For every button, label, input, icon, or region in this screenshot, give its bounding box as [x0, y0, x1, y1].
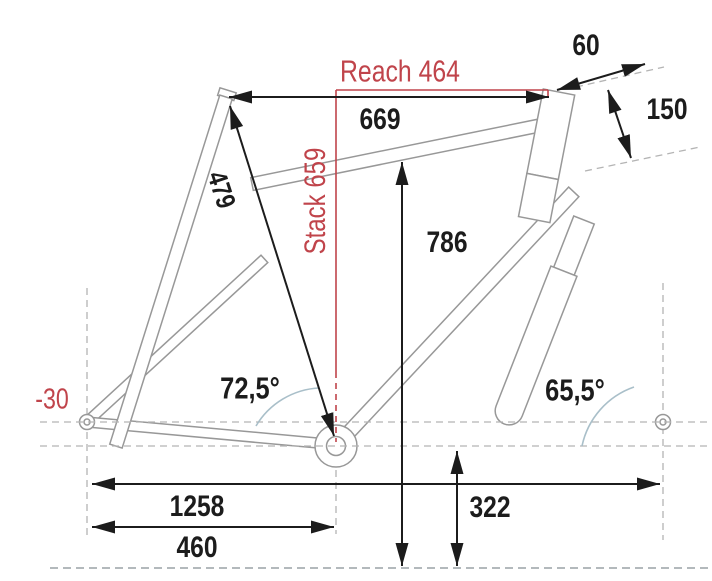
- stack-label: Stack 659: [299, 147, 332, 255]
- head-extension-value: 60: [572, 29, 600, 62]
- head-top-extension-guide: [575, 66, 665, 88]
- top-tube-value: 669: [359, 103, 401, 136]
- frame-tubes: [78, 86, 672, 468]
- head-tube-value: 150: [646, 93, 688, 126]
- head-tube: [517, 88, 576, 224]
- fork-crown: [517, 172, 560, 224]
- fork-stanchion: [552, 215, 596, 277]
- seat-angle-value: 72,5°: [220, 370, 280, 406]
- seat-tube: [108, 86, 238, 449]
- head-bottom-extension-guide: [584, 146, 701, 172]
- bb-height-value: 322: [469, 491, 511, 524]
- head-angle-value: 65,5°: [545, 372, 605, 408]
- chainstay-value: 460: [176, 531, 218, 564]
- head-tube-dimension: [607, 89, 632, 159]
- head-extension-dimension: [556, 63, 646, 91]
- vertical-guides: [86, 283, 664, 540]
- dimension-lines: [92, 63, 660, 566]
- fork: [494, 215, 596, 426]
- seat-tube-dimension: [229, 105, 335, 437]
- wheelbase-value: 1258: [169, 490, 225, 523]
- head-angle-arc: [581, 386, 635, 447]
- reach-label: Reach 464: [340, 53, 460, 89]
- standover-value: 786: [426, 226, 468, 259]
- bb-drop-label: -30: [35, 383, 69, 416]
- fork-lower-leg: [494, 265, 578, 426]
